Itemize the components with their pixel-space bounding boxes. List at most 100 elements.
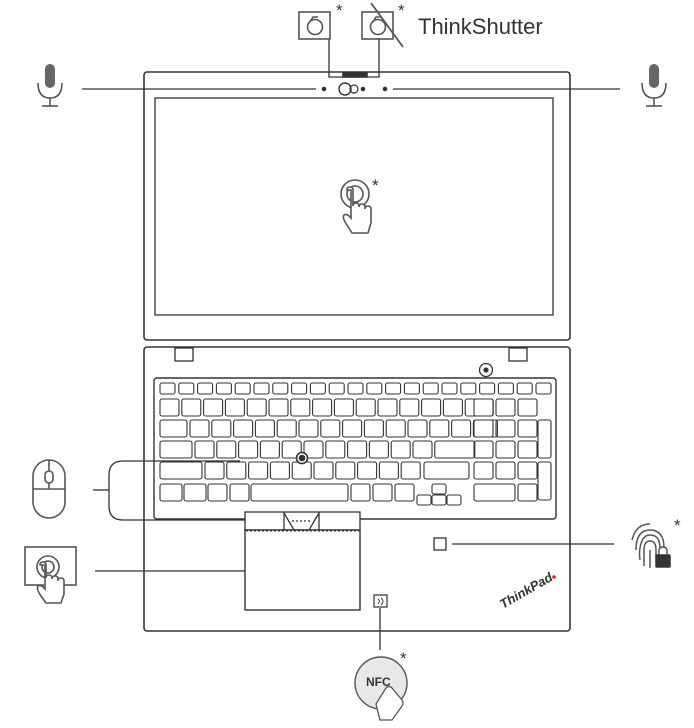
keyboard-key <box>313 461 334 480</box>
camera-icon <box>298 11 331 40</box>
touchpad-icon <box>24 546 77 604</box>
keyboard-key <box>497 382 514 395</box>
keyboard-key <box>421 398 442 417</box>
trackpoint-icon <box>295 451 309 465</box>
microphone-icon <box>37 64 63 107</box>
nfc-marker <box>373 594 388 608</box>
keyboard-key <box>333 398 354 417</box>
keyboard-key <box>203 398 224 417</box>
keyboard-key <box>377 398 398 417</box>
touchscreen-optional-mark: * <box>372 176 379 195</box>
keyboard-key <box>211 419 232 438</box>
keyboard-key <box>250 483 349 502</box>
keyboard-key <box>517 419 538 438</box>
keyboard-key <box>226 461 247 480</box>
keyboard-key <box>224 398 245 417</box>
keyboard-key <box>394 483 415 502</box>
keyboard-key <box>441 382 458 395</box>
webcam-module <box>338 72 368 96</box>
keyboard-key <box>416 494 432 506</box>
touchpad <box>244 529 361 611</box>
keyboard-key <box>159 419 188 438</box>
keyboard-key <box>194 440 215 459</box>
keyboard-key <box>281 440 302 459</box>
keyboard-key <box>473 461 494 480</box>
trackpoint-buttons <box>244 511 361 531</box>
keyboard-key <box>473 419 494 438</box>
keyboard-key <box>429 419 450 438</box>
keyboard-key <box>207 483 228 502</box>
keyboard-key <box>442 398 463 417</box>
keyboard-key <box>159 382 176 395</box>
keyboard-key <box>248 461 269 480</box>
keyboard-key <box>473 483 516 502</box>
keyboard-key <box>325 440 346 459</box>
keyboard-key <box>400 461 421 480</box>
keyboard-key <box>259 440 280 459</box>
thinkshutter-label: ThinkShutter <box>418 14 543 39</box>
fingerprint-sensor <box>433 537 447 551</box>
keyboard-key <box>517 461 538 480</box>
keyboard-key <box>431 483 447 495</box>
camera-optional-mark: * <box>336 1 343 20</box>
keyboard-key <box>268 398 289 417</box>
keyboard-key <box>328 382 345 395</box>
keyboard-key <box>357 461 378 480</box>
keyboard-key <box>495 398 516 417</box>
keyboard-key <box>291 382 308 395</box>
keyboard-key <box>535 382 552 395</box>
keyboard-key <box>159 461 203 480</box>
keyboard-key <box>451 419 472 438</box>
display-screen <box>154 97 554 316</box>
keyboard-key <box>178 382 195 395</box>
keyboard-key <box>385 419 406 438</box>
camera-callout-line <box>328 38 343 78</box>
keyboard-key <box>407 419 428 438</box>
keyboard-key <box>495 461 516 480</box>
keyboard-key <box>434 440 476 459</box>
keyboard-key <box>204 461 225 480</box>
keyboard-key <box>183 483 207 502</box>
keyboard-key <box>159 483 183 502</box>
nfc-optional-mark: * <box>400 649 407 668</box>
keyboard-key <box>460 382 477 395</box>
keyboard-key <box>422 382 439 395</box>
keyboard-key <box>233 419 254 438</box>
keyboard-key <box>517 398 538 417</box>
keyboard-key <box>517 483 538 502</box>
keyboard-key <box>290 398 311 417</box>
keyboard-key <box>372 483 393 502</box>
keyboard-key <box>342 419 363 438</box>
power-button-icon <box>478 362 494 378</box>
keyboard-key <box>269 461 290 480</box>
keyboard-key <box>412 440 433 459</box>
mic-left-hole <box>321 86 327 92</box>
keyboard-key <box>309 382 326 395</box>
keyboard-key <box>197 382 214 395</box>
keyboard-key <box>479 382 496 395</box>
keyboard-key <box>363 419 384 438</box>
keyboard-key <box>320 419 341 438</box>
keyboard-key <box>537 461 552 501</box>
keyboard-key <box>272 382 289 395</box>
keyboard-key <box>446 494 462 506</box>
keyboard-key <box>246 398 267 417</box>
nfc-label: NFC <box>366 675 391 689</box>
keyboard-key <box>537 419 552 459</box>
hinge-left <box>174 347 194 362</box>
keyboard-key <box>399 398 420 417</box>
keyboard-key <box>229 483 250 502</box>
keyboard-key <box>181 398 202 417</box>
keyboard-key <box>215 382 232 395</box>
keyboard-key <box>159 398 180 417</box>
keyboard-key <box>350 483 371 502</box>
fingerprint-optional-mark: * <box>674 516 681 535</box>
keyboard-key <box>366 382 383 395</box>
keyboard-key <box>298 419 319 438</box>
fingerprint-reader-icon <box>631 523 671 568</box>
touchscreen-icon <box>340 179 372 234</box>
keyboard-key <box>517 440 538 459</box>
keyboard-key <box>347 440 368 459</box>
keyboard-key <box>431 494 447 506</box>
keyboard-key <box>495 419 516 438</box>
